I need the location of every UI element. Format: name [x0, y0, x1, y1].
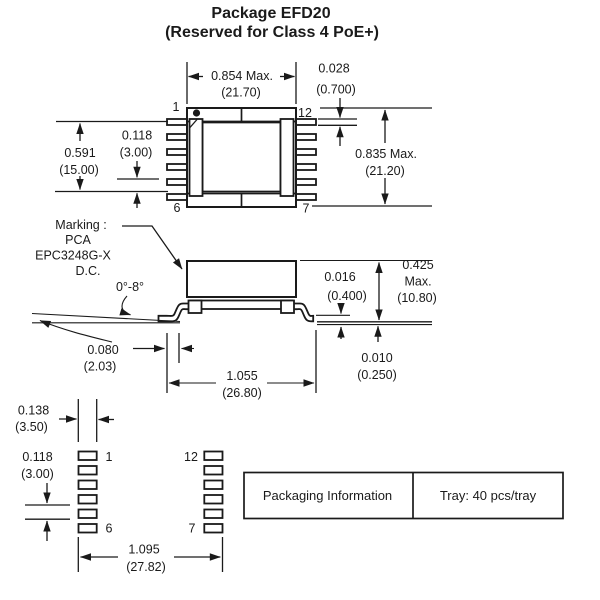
pad: [77, 479, 98, 490]
angle-arrow: [39, 319, 113, 343]
pad: [77, 523, 98, 534]
angle-arrow: [119, 295, 131, 316]
package-body-top: [186, 107, 297, 208]
dim-lead-thickness-mm: (0.700): [316, 83, 356, 97]
dim-body-height-mm: (21.20): [365, 164, 405, 178]
pad: [77, 494, 98, 505]
dim-lead-thickness-in: 0.028: [318, 62, 349, 76]
lead-angle-line: [31, 312, 181, 323]
page-title-line2: (Reserved for Class 4 PoE+): [165, 24, 379, 41]
lead: [166, 133, 188, 141]
pad: [77, 450, 98, 461]
dim-lead-pitch-mm: (3.00): [120, 146, 153, 160]
dim-lead-span-mm: (15.00): [59, 163, 99, 177]
footprint-view: 0.138 (3.50) 1 6 12 7 0.118 (3.00): [15, 399, 224, 574]
packaging-info-label: Packaging Information: [263, 488, 392, 503]
pin-label-1: 1: [173, 100, 180, 114]
marking-line3: D.C.: [76, 264, 101, 278]
marking-label: Marking :: [55, 218, 106, 232]
lead: [295, 178, 317, 186]
chamfer-line: [189, 119, 198, 129]
pad-label-12: 12: [184, 450, 198, 464]
bobbin-flange-right: [279, 118, 295, 197]
dim-total-height-mm: (10.80): [397, 291, 437, 305]
gull-wing-lead-right: [290, 302, 315, 323]
marking-line2: EPC3248G-X: [35, 249, 111, 263]
dim-total-height-max: Max.: [404, 275, 431, 289]
dim-total-height-in: 0.425: [402, 258, 433, 272]
pad: [203, 523, 224, 534]
lead: [295, 193, 317, 201]
pad: [203, 494, 224, 505]
dim-lead-angle: 0°-8°: [116, 280, 144, 294]
pad-label-7: 7: [189, 522, 196, 536]
pin-label-7: 7: [303, 202, 310, 216]
dim-foot-length-mm: (2.03): [84, 360, 117, 374]
base-foot-right: [280, 299, 295, 314]
dim-pad-pitch-mm: (3.00): [21, 467, 54, 481]
marking-leader-line: [122, 225, 183, 270]
dim-pad-width-mm: (3.50): [15, 420, 48, 434]
pad: [77, 465, 98, 476]
page-title-line1: Package EFD20: [211, 5, 330, 22]
dim-body-width-mm: (21.70): [221, 86, 261, 100]
pin-label-12: 12: [298, 106, 312, 120]
lead: [295, 148, 317, 156]
dim-tip-span-mm: (26.80): [222, 386, 262, 400]
lead: [166, 193, 188, 201]
dim-foot-thickness-mm: (0.400): [327, 289, 367, 303]
dim-tip-span-in: 1.055: [226, 369, 257, 383]
dim-pad-pitch-in: 0.118: [22, 450, 52, 464]
pin-label-6: 6: [174, 201, 181, 215]
dim-lead-span-in: 0.591: [64, 146, 95, 160]
pad: [203, 479, 224, 490]
dim-pad-width-in: 0.138: [18, 404, 49, 418]
pad-label-1: 1: [106, 450, 113, 464]
top-view: 1 12 6 7 0.854 Max. (21.70) 0.028 (0.700…: [55, 62, 432, 216]
bobbin-base: [189, 299, 294, 310]
table-border: [243, 471, 564, 520]
side-view: Marking : PCA EPC3248G-X D.C. 0°-8° 0.08…: [31, 218, 437, 400]
package-body-side: [186, 260, 297, 298]
dim-pattern-span-mm: (27.82): [126, 560, 166, 574]
dim-lead-pitch-in: 0.118: [122, 129, 152, 143]
dim-body-height-in: 0.835 Max.: [355, 147, 417, 161]
packaging-info-value: Tray: 40 pcs/tray: [440, 488, 537, 503]
dim-foot-length-in: 0.080: [87, 343, 118, 357]
lead: [166, 178, 188, 186]
pad: [203, 508, 224, 519]
base-foot-left: [187, 299, 203, 314]
dim-pattern-span-in: 1.095: [128, 543, 159, 557]
lead: [295, 163, 317, 171]
pad: [203, 465, 224, 476]
lead: [166, 163, 188, 171]
bobbin-flange-left: [188, 118, 204, 197]
dim-standoff-mm: (0.250): [357, 368, 397, 382]
lead: [295, 133, 317, 141]
lead: [166, 118, 188, 126]
pad: [77, 508, 98, 519]
lead: [166, 148, 188, 156]
dim-body-width-in: 0.854 Max.: [211, 69, 273, 83]
gull-wing-lead-left: [157, 302, 193, 323]
dim-standoff-in: 0.010: [361, 351, 392, 365]
marking-line1: PCA: [65, 233, 91, 247]
packaging-table: Packaging Information Tray: 40 pcs/tray: [243, 471, 564, 520]
pad-label-6: 6: [106, 522, 113, 536]
dim-foot-thickness-in: 0.016: [324, 270, 355, 284]
pin1-dot: [192, 109, 201, 117]
pad: [203, 450, 224, 461]
